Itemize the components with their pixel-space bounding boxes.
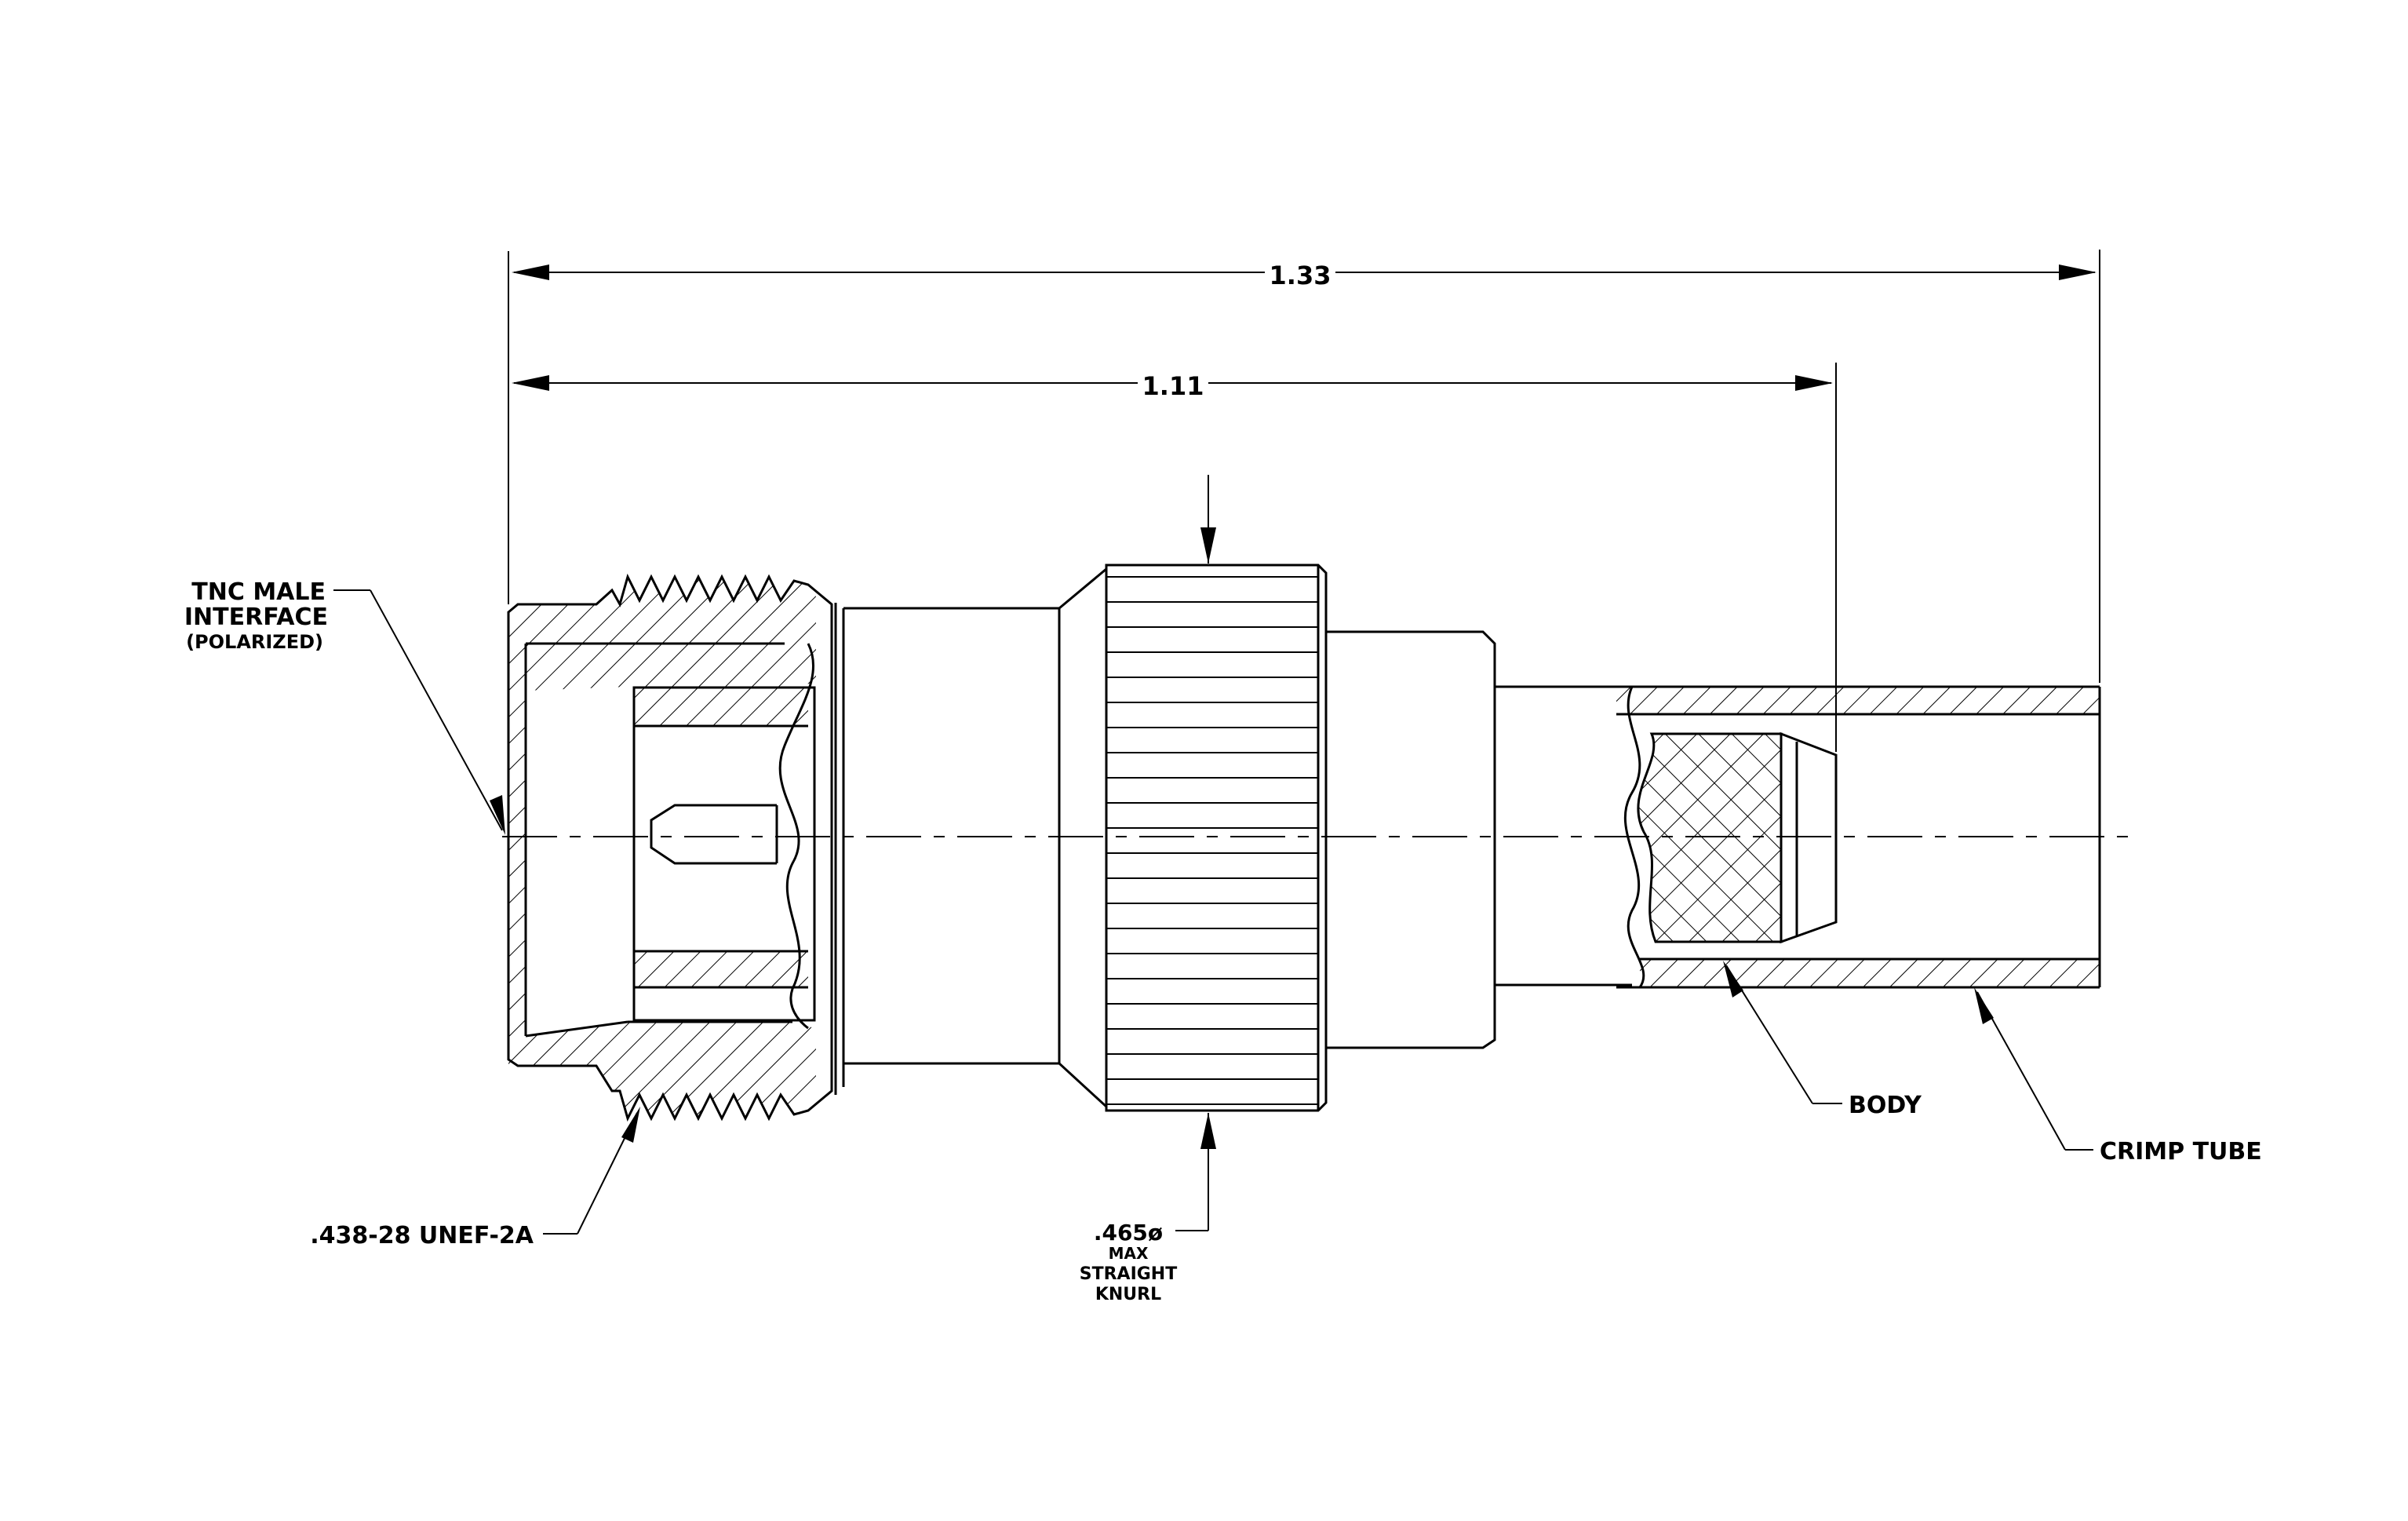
- callout-body: BODY: [1723, 961, 1922, 1119]
- callout-thread: .438-28 UNEF-2A: [310, 1107, 640, 1249]
- callout-crimp-tube: CRIMP TUBE: [1974, 987, 2262, 1165]
- callout-knurl-line4: KNURL: [1095, 1285, 1161, 1304]
- callout-knurl-line3: STRAIGHT: [1080, 1264, 1177, 1284]
- callout-knurl-line1: .465ø: [1094, 1220, 1163, 1246]
- callout-knurl: .465ø MAX STRAIGHT KNURL: [1080, 475, 1216, 1304]
- crimp-tube: [1616, 685, 2101, 989]
- callout-interface-line3: (POLARIZED): [186, 631, 323, 653]
- callout-thread-label: .438-28 UNEF-2A: [310, 1222, 534, 1249]
- callout-interface-line2: INTERFACE: [184, 604, 328, 631]
- coupling-nut: [507, 573, 845, 1122]
- dimension-overall: 1.33: [508, 250, 2100, 683]
- dimension-overall-label: 1.33: [1270, 261, 1332, 290]
- callout-knurl-line2: MAX: [1109, 1244, 1149, 1263]
- body-sleeve: [843, 566, 1108, 1110]
- knurl-lines: [1106, 576, 1318, 1105]
- callout-crimp-tube-label: CRIMP TUBE: [2100, 1138, 2262, 1165]
- dimension-body-length-label: 1.11: [1142, 371, 1204, 401]
- callout-interface-line1: TNC MALE: [191, 578, 326, 606]
- callout-interface: TNC MALE INTERFACE (POLARIZED): [184, 578, 505, 835]
- rear-body: [1326, 630, 1632, 1049]
- callout-body-label: BODY: [1849, 1092, 1922, 1119]
- knurl-nut: [1105, 564, 1328, 1112]
- inner-cavity: [632, 643, 816, 1030]
